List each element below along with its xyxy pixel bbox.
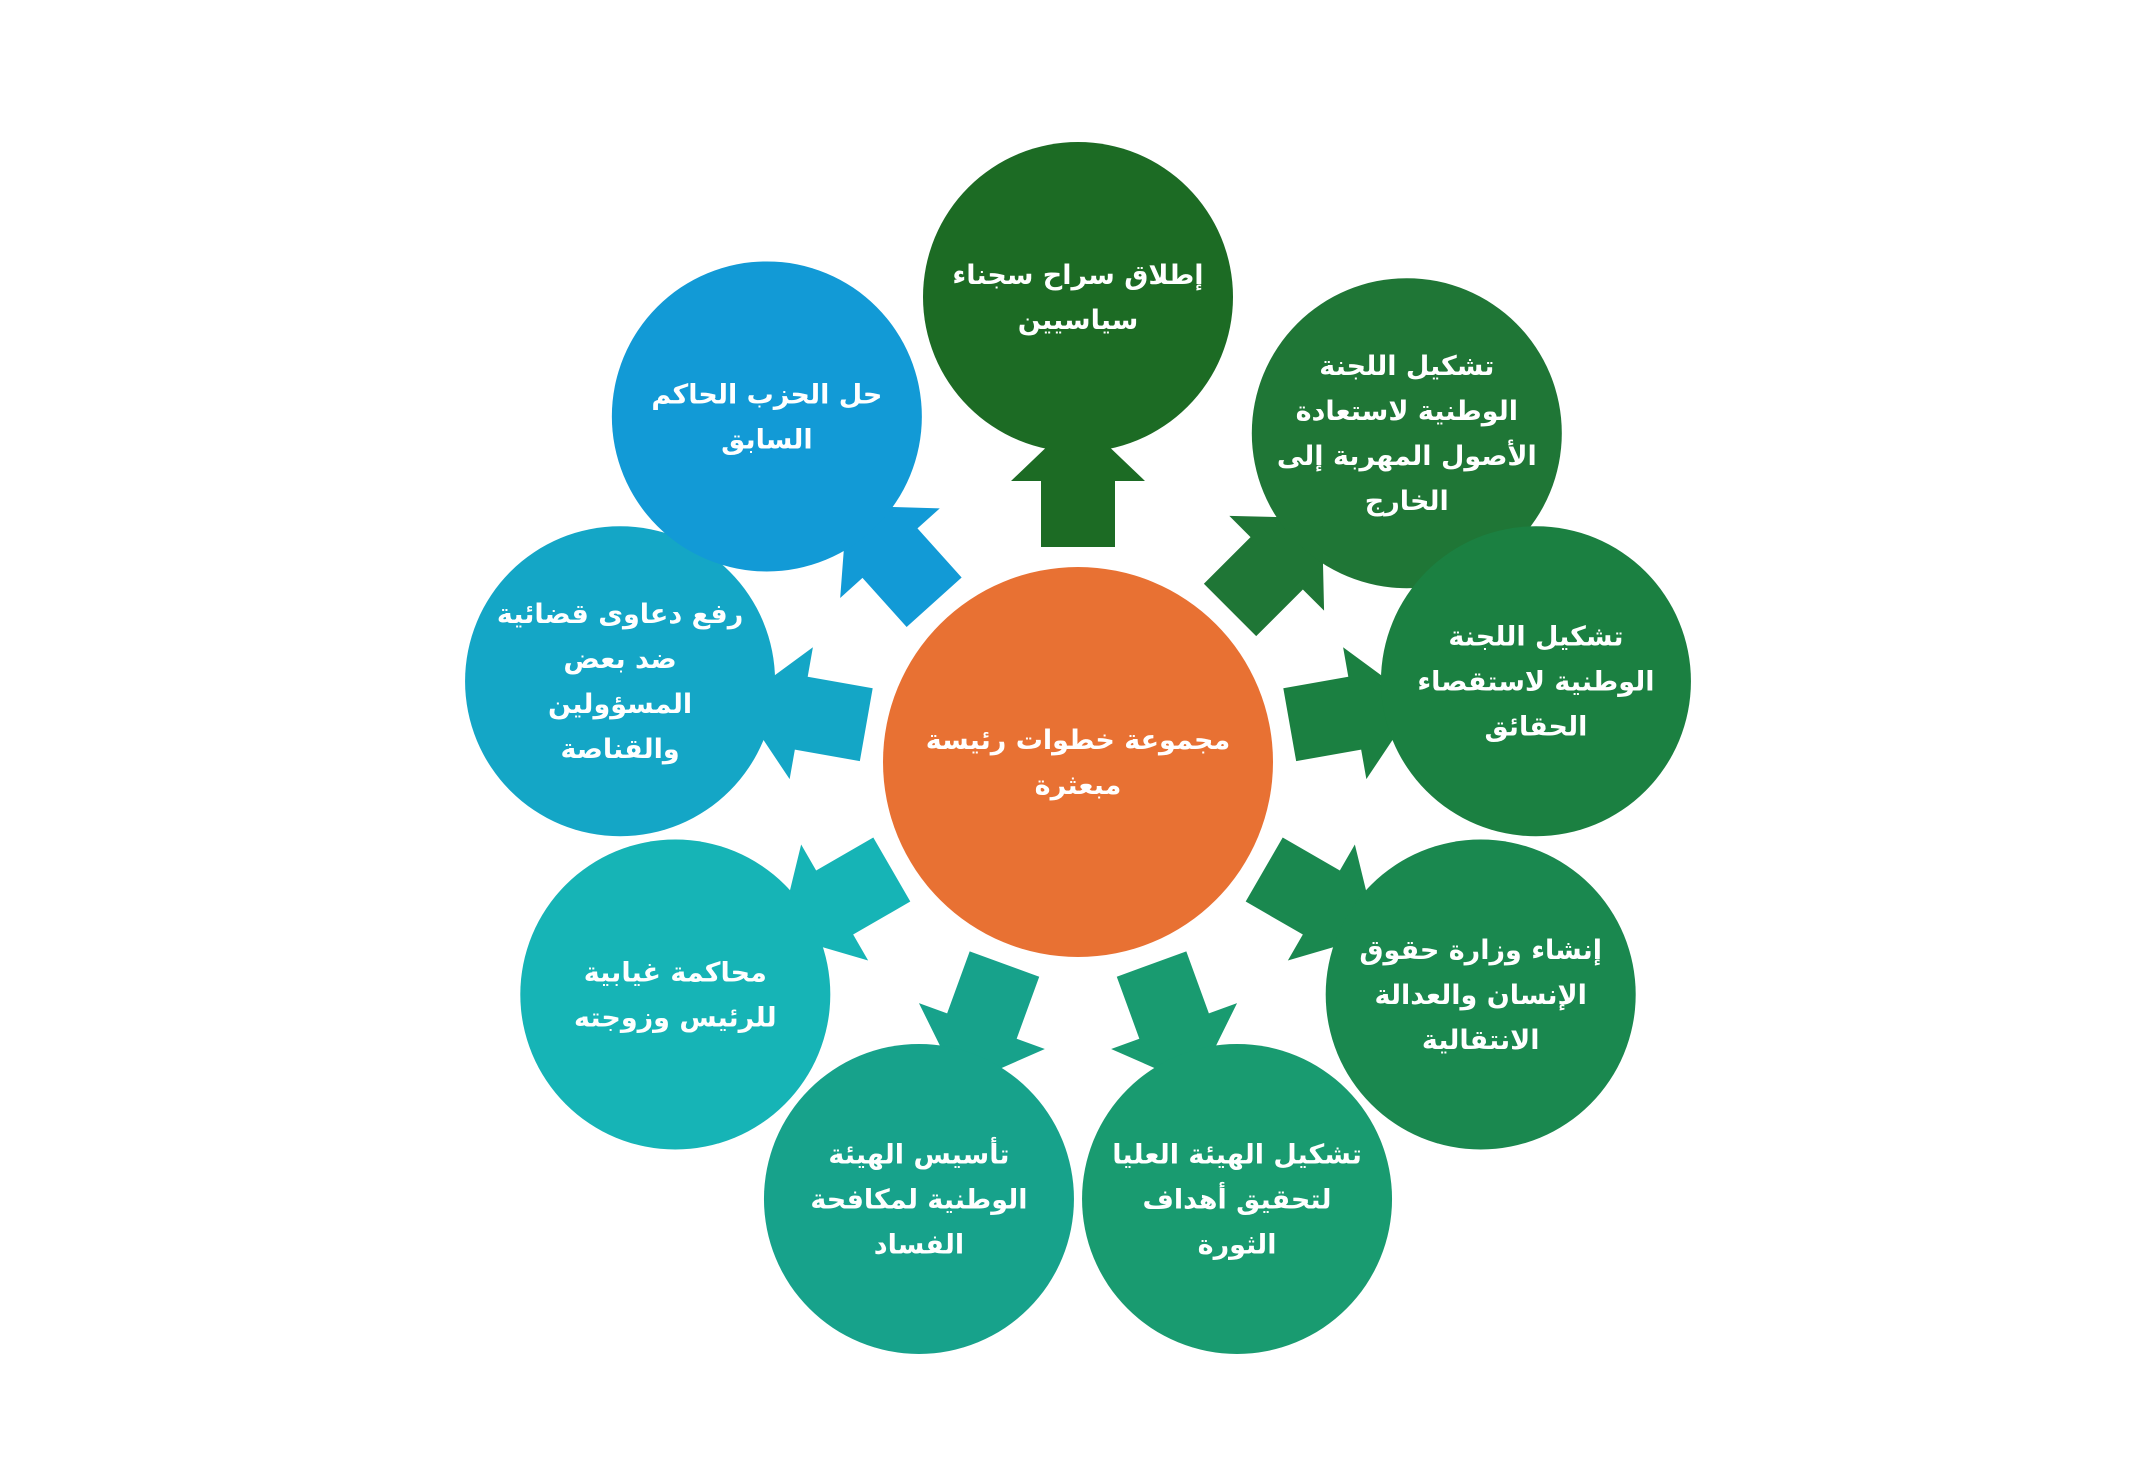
center-label-line-2: مبعثرة [1035, 770, 1122, 801]
node-revolution-goals-authority: تشكيل الهيئة العليا لتحقيق أهداف الثورة [1082, 1043, 1393, 1354]
node-label-absentia-trial-line-1: محاكمة غيابية [584, 957, 767, 988]
node-label-lawsuits-line-4: والقناصة [560, 734, 679, 765]
node-circle-human-rights-ministry [1325, 839, 1636, 1150]
arrow-to-release-prisoners [1011, 417, 1145, 547]
node-circle-release-prisoners [923, 142, 1233, 452]
node-circle-revolution-goals-authority [1082, 1043, 1393, 1354]
node-circle-anti-corruption-authority [763, 1043, 1074, 1354]
node-label-absentia-trial-line-2: للرئيس وزوجته [574, 1002, 777, 1033]
node-label-lawsuits-line-1: رفع دعاوى قضائية [497, 599, 743, 630]
node-label-assets-committee-line-2: الوطنية لاستعادة [1296, 396, 1518, 427]
node-label-revolution-goals-authority-line-2: لتحقيق أهداف [1143, 1181, 1332, 1215]
node-label-assets-committee-line-1: تشكيل اللجنة [1319, 351, 1494, 382]
node-circle-dissolve-party [611, 261, 922, 572]
node-label-assets-committee-line-3: الأصول المهربة إلى [1277, 439, 1537, 472]
center-label-line-1: مجموعة خطوات رئيسة [926, 725, 1230, 756]
node-label-anti-corruption-authority-line-1: تأسيس الهيئة [828, 1136, 1009, 1170]
node-anti-corruption-authority: تأسيس الهيئة الوطنية لمكافحة الفساد [763, 1043, 1074, 1354]
node-circle-absentia-trial [520, 839, 831, 1150]
node-label-human-rights-ministry-line-3: الانتقالية [1422, 1025, 1540, 1056]
arrow-to-dissolve-party [840, 505, 962, 627]
node-label-fact-finding-committee-line-2: الوطنية لاستقصاء [1417, 667, 1654, 698]
node-label-dissolve-party-line-1: حل الحزب الحاكم [651, 379, 882, 410]
node-assets-committee: تشكيل اللجنة الوطنية لاستعادة الأصول المهر… [1251, 278, 1562, 589]
node-absentia-trial: محاكمة غيابية للرئيس وزوجته [520, 839, 831, 1150]
node-circle-fact-finding-committee [1380, 526, 1691, 837]
node-label-assets-committee-line-4: الخارج [1365, 486, 1449, 517]
node-label-human-rights-ministry-line-2: الإنسان والعدالة [1375, 980, 1587, 1011]
node-label-release-prisoners-line-2: سياسيين [1018, 305, 1139, 336]
node-label-revolution-goals-authority-line-3: الثورة [1198, 1229, 1277, 1260]
node-label-dissolve-party-line-2: السابق [721, 424, 812, 455]
node-label-anti-corruption-authority-line-2: الوطنية لمكافحة [810, 1184, 1027, 1215]
node-label-lawsuits-line-2: ضد بعض [563, 644, 676, 675]
node-label-fact-finding-committee-line-3: الحقائق [1484, 712, 1587, 743]
node-dissolve-party: حل الحزب الحاكم السابق [611, 261, 922, 572]
node-circle-lawsuits [465, 526, 776, 837]
node-label-lawsuits-line-3: المسؤولين [548, 689, 692, 720]
node-release-prisoners: إطلاق سراح سجناء سياسيين [923, 142, 1233, 452]
node-label-fact-finding-committee-line-1: تشكيل اللجنة [1448, 622, 1623, 653]
node-human-rights-ministry: إنشاء وزارة حقوق الإنسان والعدالة الانتقال… [1325, 839, 1636, 1150]
node-label-revolution-goals-authority-line-1: تشكيل الهيئة العليا [1112, 1139, 1362, 1170]
arrow-to-assets-committee [1203, 515, 1325, 637]
nodes-layer: إطلاق سراح سجناء سياسيين تشكيل اللجنة الوطن… [465, 142, 1691, 1354]
node-lawsuits: رفع دعاوى قضائية ضد بعض المسؤولين والقناصة [465, 526, 776, 837]
node-label-anti-corruption-authority-line-3: الفساد [874, 1229, 964, 1260]
node-label-release-prisoners-line-1: إطلاق سراح سجناء [952, 260, 1203, 291]
node-label-human-rights-ministry-line-1: إنشاء وزارة حقوق [1359, 935, 1602, 966]
center-node: مجموعة خطوات رئيسة مبعثرة [883, 567, 1273, 957]
node-fact-finding-committee: تشكيل اللجنة الوطنية لاستقصاء الحقائق [1380, 526, 1691, 837]
center-circle [883, 567, 1273, 957]
node-circle-assets-committee [1251, 278, 1562, 589]
